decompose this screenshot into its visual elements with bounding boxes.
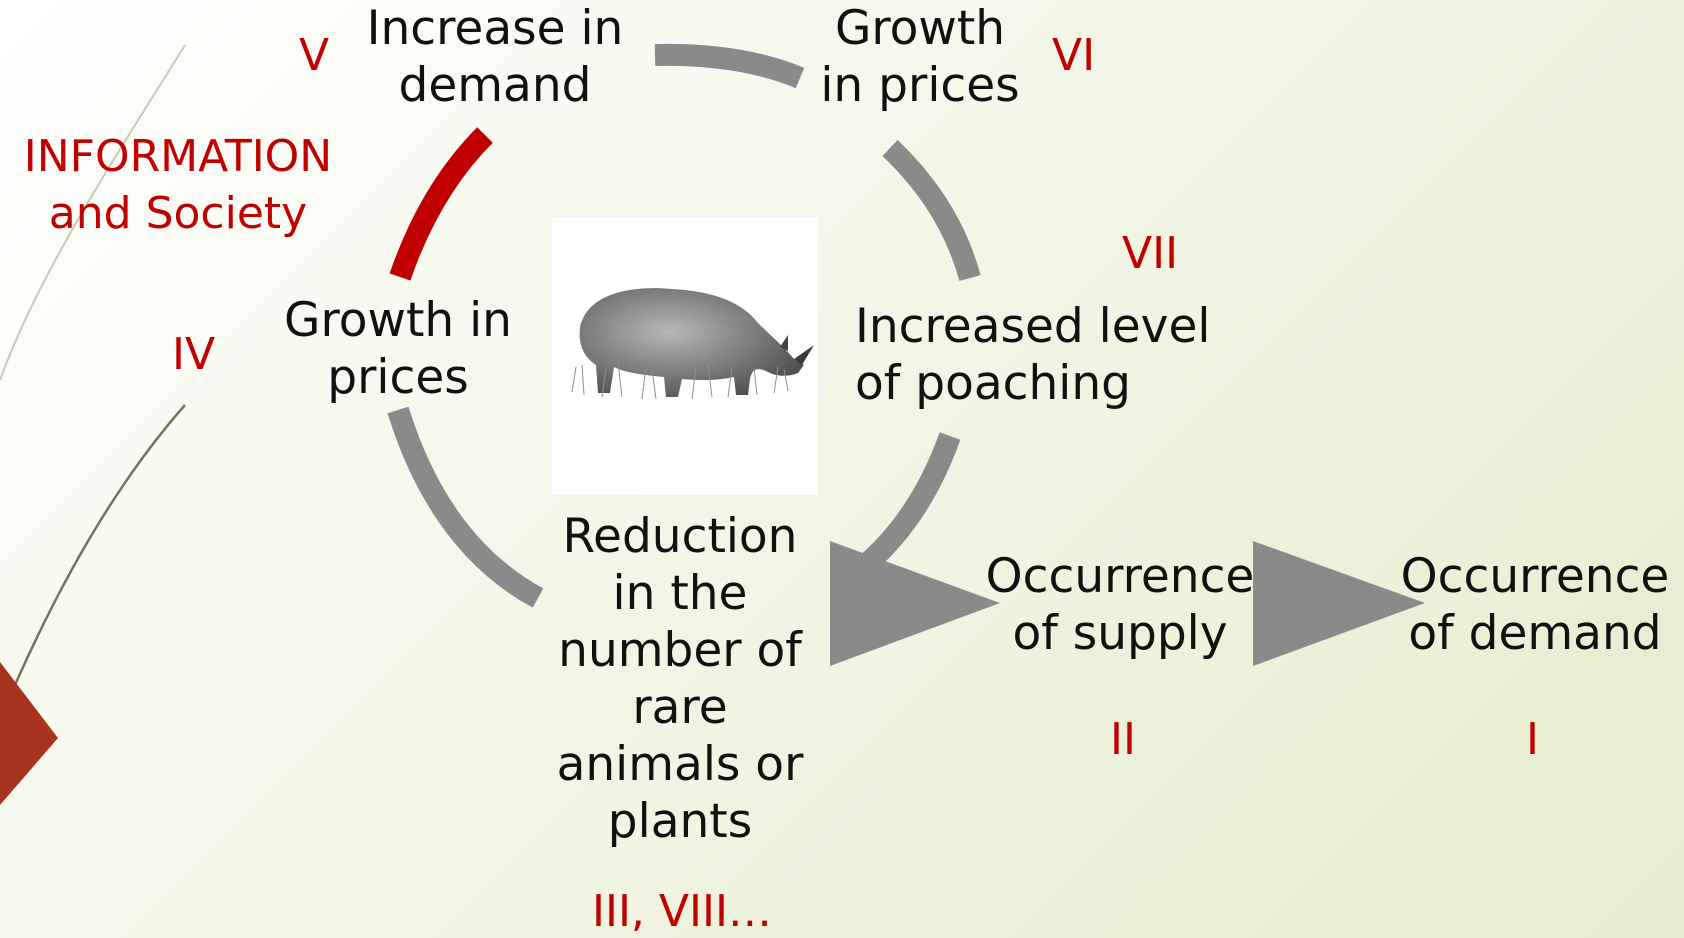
node-reduction-in-number: Reduction in the number of rare animals … [545,508,815,850]
arrow-prices-to-poaching [890,148,970,278]
rhino-icon [552,217,818,495]
stage-iv: IV [172,329,215,381]
stage-i: I [1526,714,1539,766]
node-growth-in-prices-left: Growth in prices [272,292,524,406]
node-occurrence-of-supply: Occurrence of supply [975,548,1265,662]
arrow-reduction-to-prices [398,410,538,598]
stage-iii-viii: III, VIII… [592,886,772,938]
information-and-society-label: INFORMATION and Society [6,128,350,242]
stage-vi: VI [1052,30,1095,82]
arrow-information-to-demand [400,135,485,277]
arrow-poaching-to-reduction [862,436,950,568]
node-occurrence-of-demand: Occurrence of demand [1390,548,1680,662]
node-increased-poaching: Increased level of poaching [855,298,1215,412]
stage-ii: II [1110,714,1136,766]
node-increase-in-demand: Increase in demand [355,0,635,114]
stage-v: V [299,30,329,82]
arrow-demand-to-prices [655,55,800,78]
rhino-illustration [552,217,818,495]
stage-vii: VII [1122,228,1178,280]
node-growth-in-prices-top: Growth in prices [800,0,1040,114]
